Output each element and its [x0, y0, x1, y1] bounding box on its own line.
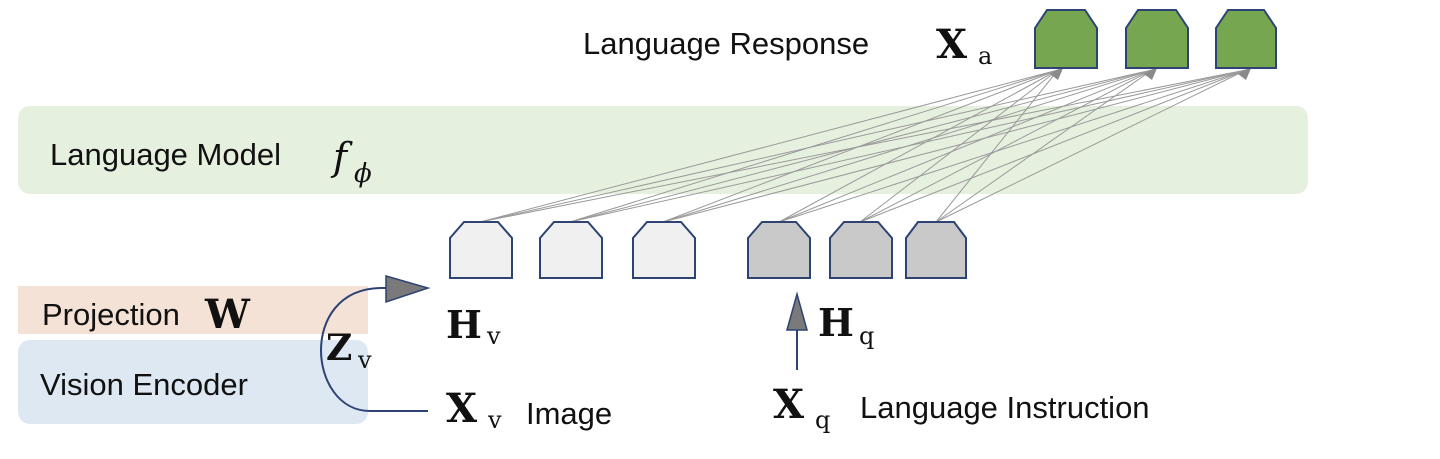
svg-text:ϕ: ϕ	[354, 159, 372, 189]
projection-box	[18, 286, 368, 334]
attention-arrowheads	[1050, 66, 1252, 80]
z-v-symbol: Z v	[326, 327, 372, 374]
svg-text:v: v	[357, 346, 372, 374]
vision-encoder-label: Vision Encoder	[40, 367, 248, 402]
h-q-symbol: H q	[818, 300, 874, 350]
svg-text:a: a	[978, 42, 992, 70]
projection-symbol: W	[204, 291, 251, 338]
x-v-symbol: X v	[446, 385, 502, 434]
response-token-1	[1034, 9, 1098, 69]
x-q-symbol: X q	[773, 381, 830, 434]
svg-text:Z: Z	[326, 327, 352, 369]
svg-text:v: v	[486, 322, 501, 350]
svg-text:H: H	[818, 300, 854, 345]
language-instruction-label: Language Instruction	[860, 390, 1150, 425]
visual-token-1	[449, 221, 513, 279]
language-model-box	[18, 106, 1308, 194]
instruction-flow-arrowhead	[786, 291, 808, 331]
svg-text:q: q	[815, 406, 830, 434]
svg-text:H: H	[446, 302, 482, 347]
response-token-2	[1125, 9, 1189, 69]
svg-text:v: v	[487, 406, 502, 434]
projection-label: Projection	[42, 297, 180, 332]
visual-token-2	[539, 221, 603, 279]
instruction-token-2	[829, 221, 893, 279]
svg-text:X: X	[773, 381, 804, 428]
vision-encoder-box	[18, 340, 368, 424]
language-response-label: Language Response	[583, 26, 869, 61]
vision-flow-arrowhead	[385, 275, 431, 304]
image-label: Image	[526, 396, 612, 431]
attention-lines	[479, 69, 1247, 223]
h-v-symbol: H v	[446, 302, 501, 350]
svg-text:q: q	[859, 322, 874, 350]
instruction-token-1	[747, 221, 811, 279]
x-a-symbol: X a	[936, 21, 992, 70]
language-model-label: Language Model	[50, 137, 281, 172]
svg-text:X: X	[936, 21, 967, 68]
response-token-3	[1215, 9, 1277, 69]
svg-text:X: X	[446, 385, 477, 432]
vision-flow-arrow	[320, 287, 428, 412]
instruction-token-3	[905, 221, 967, 279]
visual-token-3	[632, 221, 696, 279]
